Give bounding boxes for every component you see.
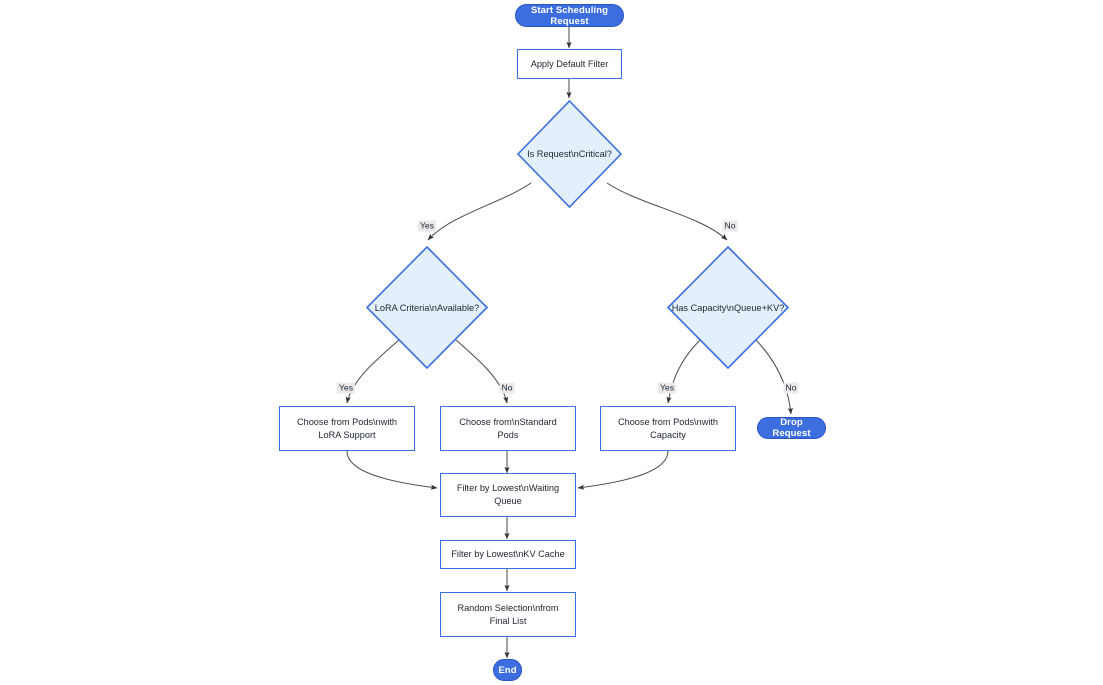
node-apply-default-filter[interactable]: Apply Default Filter [517, 49, 622, 79]
node-start[interactable]: Start Scheduling Request [515, 4, 624, 27]
node-apply-default-filter-label: Apply Default Filter [530, 58, 609, 69]
diamond-shape-is-request-critical [517, 100, 622, 208]
edge-label-lora-yes: Yes [336, 382, 356, 394]
node-choose-pods-with-lora-support[interactable]: Choose from Pods\nwith LoRA Support [279, 406, 415, 451]
node-choose-standard-pods[interactable]: Choose from\nStandard Pods [440, 406, 576, 451]
node-filter-by-lowest-waiting-queue[interactable]: Filter by Lowest\nWaiting Queue [440, 473, 576, 517]
edge-is-critical-to-has-capacity [606, 182, 728, 241]
node-has-capacity-label: Has Capacity\nQueue+KV? [671, 302, 785, 313]
node-choose-standard-pods-label: Choose from\nStandard Pods [459, 416, 557, 440]
edge-is-critical-to-lora-criteria [427, 182, 532, 241]
node-end-label: End [498, 664, 517, 676]
edge-label-lora-no: No [499, 382, 515, 394]
node-drop-request[interactable]: Drop Request [757, 417, 826, 439]
node-is-request-critical-label: Is Request\nCritical? [527, 149, 612, 159]
node-is-request-critical[interactable]: Is Request\nCritical? [517, 100, 622, 208]
edge-pods-lora-to-filter-queue [346, 450, 438, 490]
diamond-shape-has-capacity [667, 246, 789, 369]
node-choose-pods-with-capacity[interactable]: Choose from Pods\nwith Capacity [600, 406, 736, 451]
node-random-selection-from-final-list-label: Random Selection\nfrom Final List [457, 602, 559, 626]
edge-label-critical-yes: Yes [417, 220, 437, 232]
node-filter-by-lowest-kv-cache[interactable]: Filter by Lowest\nKV Cache [440, 540, 576, 569]
edge-label-critical-no: No [722, 220, 738, 232]
node-choose-pods-with-lora-support-label: Choose from Pods\nwith LoRA Support [296, 416, 398, 440]
diamond-shape-lora-criteria-available [366, 246, 488, 369]
node-lora-criteria-available[interactable]: LoRA Criteria\nAvailable? [366, 246, 488, 369]
node-drop-request-label: Drop Request [772, 417, 811, 439]
node-start-label: Start Scheduling Request [530, 4, 609, 27]
node-has-capacity[interactable]: Has Capacity\nQueue+KV? [667, 246, 789, 369]
node-lora-criteria-available-label: LoRA Criteria\nAvailable? [374, 302, 480, 313]
node-random-selection-from-final-list[interactable]: Random Selection\nfrom Final List [440, 592, 576, 637]
node-end[interactable]: End [493, 659, 522, 681]
node-filter-by-lowest-waiting-queue-label: Filter by Lowest\nWaiting Queue [456, 483, 560, 506]
edge-pods-capacity-to-filter-queue [577, 450, 669, 490]
node-choose-pods-with-capacity-label: Choose from Pods\nwith Capacity [617, 416, 719, 440]
edge-label-capacity-no: No [783, 382, 799, 394]
node-filter-by-lowest-kv-cache-label: Filter by Lowest\nKV Cache [451, 549, 565, 559]
edge-label-capacity-yes: Yes [657, 382, 677, 394]
